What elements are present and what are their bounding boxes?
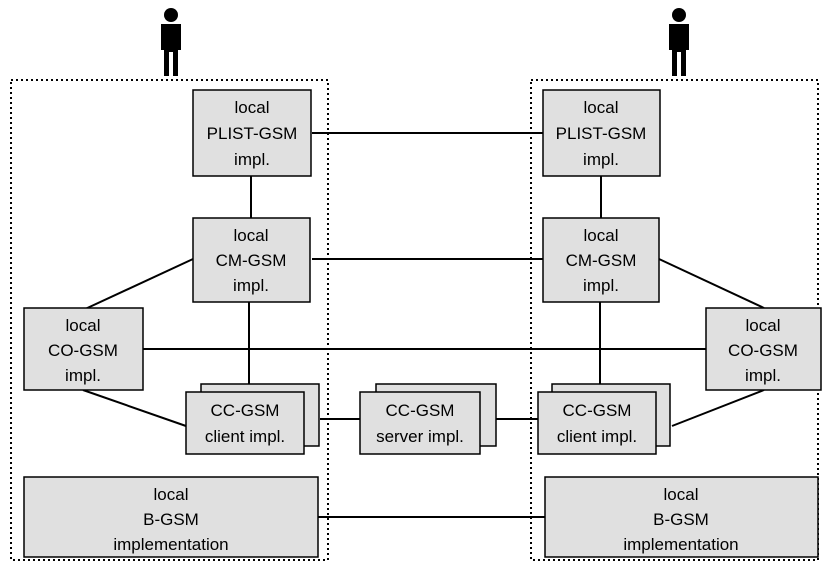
left-plist-line2: PLIST-GSM xyxy=(207,124,298,143)
left-cm-line3: impl. xyxy=(233,276,269,295)
right-bgsm-line1: local xyxy=(664,485,699,504)
left-plist-gsm-box: local PLIST-GSM impl. xyxy=(192,89,312,177)
connections xyxy=(82,132,765,518)
server-line2: server impl. xyxy=(376,427,464,446)
left-user-icon xyxy=(161,8,181,76)
right-cc-line2: client impl. xyxy=(557,427,637,446)
left-plist-line3: impl. xyxy=(234,150,270,169)
left-bgsm-box: local B-GSM implementation xyxy=(23,476,319,558)
right-co-line2: CO-GSM xyxy=(728,341,798,360)
right-plist-line3: impl. xyxy=(583,150,619,169)
right-bgsm-line2: B-GSM xyxy=(653,510,709,529)
right-co-cc-link xyxy=(671,389,765,427)
right-co-gsm-box: local CO-GSM impl. xyxy=(705,307,822,391)
right-bgsm-box: local B-GSM implementation xyxy=(544,476,819,558)
right-co-line1: local xyxy=(746,316,781,335)
left-cm-gsm-box: local CM-GSM impl. xyxy=(192,217,311,303)
server-line1: CC-GSM xyxy=(386,401,455,420)
left-cc-line1: CC-GSM xyxy=(211,401,280,420)
left-cm-co-link xyxy=(82,258,194,311)
left-cm-line2: CM-GSM xyxy=(216,251,287,270)
right-cm-co-link xyxy=(658,258,765,309)
left-cc-gsm-client-box: CC-GSM client impl. xyxy=(185,383,320,455)
left-co-gsm-box: local CO-GSM impl. xyxy=(23,307,144,391)
left-co-line2: CO-GSM xyxy=(48,341,118,360)
right-cc-gsm-client-box: CC-GSM client impl. xyxy=(537,383,671,455)
left-co-cc-link xyxy=(82,389,187,427)
right-plist-line1: local xyxy=(584,98,619,117)
left-co-line1: local xyxy=(66,316,101,335)
right-plist-line2: PLIST-GSM xyxy=(556,124,647,143)
right-plist-gsm-box: local PLIST-GSM impl. xyxy=(542,89,661,177)
right-cm-line3: impl. xyxy=(583,276,619,295)
left-co-line3: impl. xyxy=(65,366,101,385)
left-bgsm-line3: implementation xyxy=(113,535,228,554)
left-cm-line1: local xyxy=(234,226,269,245)
right-cm-line2: CM-GSM xyxy=(566,251,637,270)
left-bgsm-line2: B-GSM xyxy=(143,510,199,529)
left-bgsm-line1: local xyxy=(154,485,189,504)
cc-gsm-server-box: CC-GSM server impl. xyxy=(359,383,497,455)
right-cm-line1: local xyxy=(584,226,619,245)
right-user-icon xyxy=(669,8,689,76)
right-bgsm-line3: implementation xyxy=(623,535,738,554)
left-plist-line1: local xyxy=(235,98,270,117)
right-cm-gsm-box: local CM-GSM impl. xyxy=(542,217,660,303)
right-cc-line1: CC-GSM xyxy=(563,401,632,420)
right-co-line3: impl. xyxy=(745,366,781,385)
left-cc-line2: client impl. xyxy=(205,427,285,446)
left-site-region xyxy=(10,79,329,561)
